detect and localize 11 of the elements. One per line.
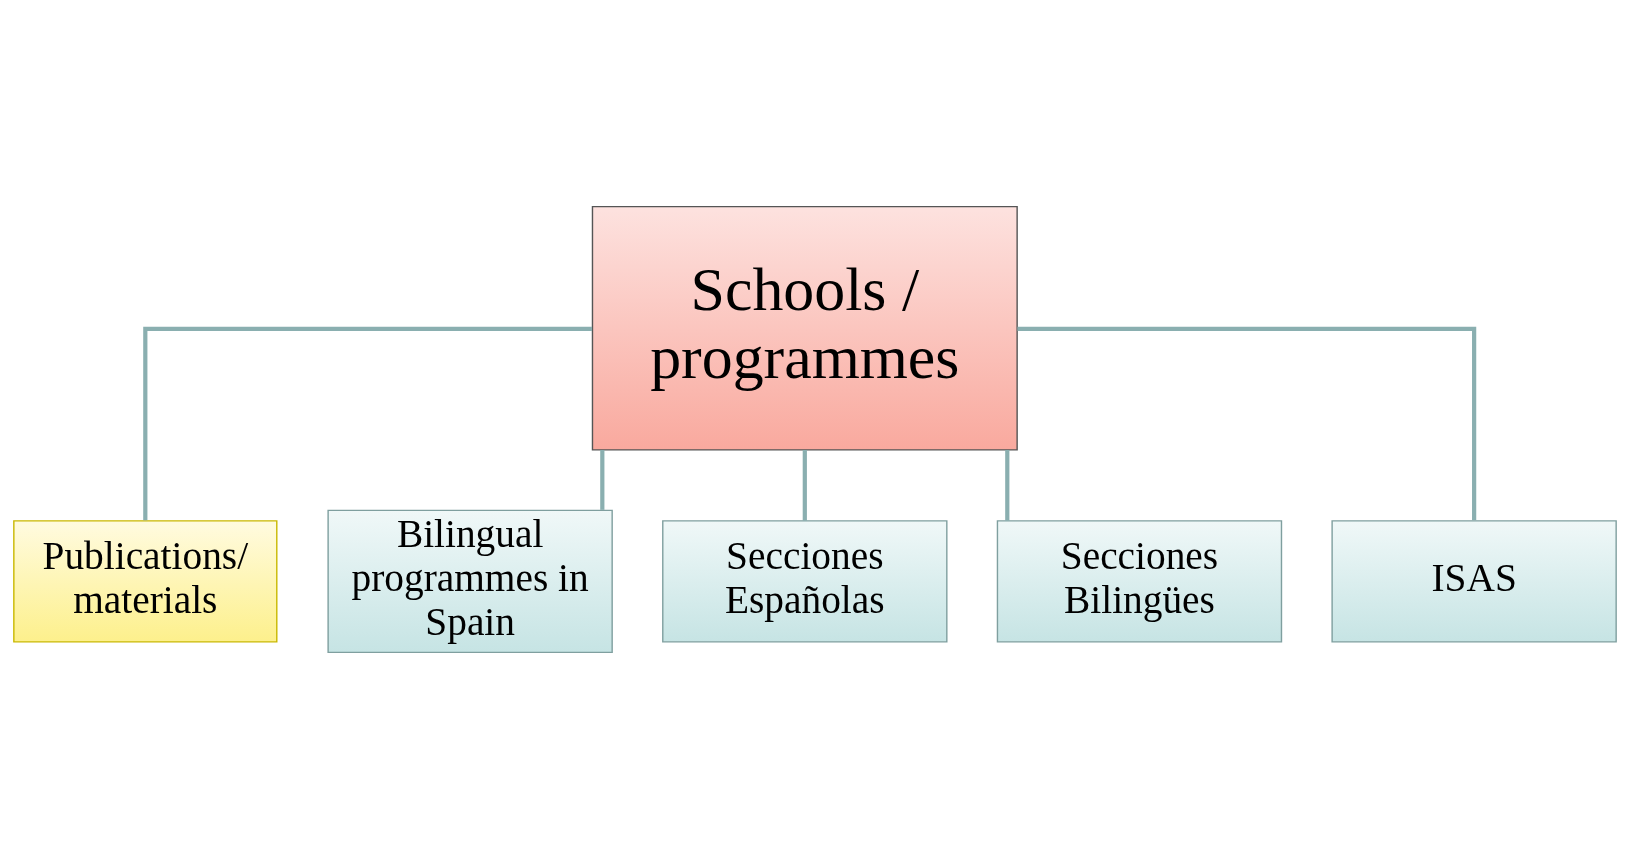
node-box: Bilingual programmes in Spain — [327, 509, 613, 653]
connector — [802, 449, 807, 521]
connector — [143, 326, 593, 520]
connector — [1017, 326, 1477, 520]
connector — [600, 449, 605, 510]
node-box: Secciones Bilingües — [996, 519, 1283, 643]
connector — [1005, 449, 1010, 521]
node-box: Publications/ materials — [13, 519, 278, 643]
node-box: Schools / programmes — [591, 205, 1018, 451]
node-box: Secciones Españolas — [662, 519, 948, 643]
node-box: ISAS — [1331, 519, 1617, 643]
